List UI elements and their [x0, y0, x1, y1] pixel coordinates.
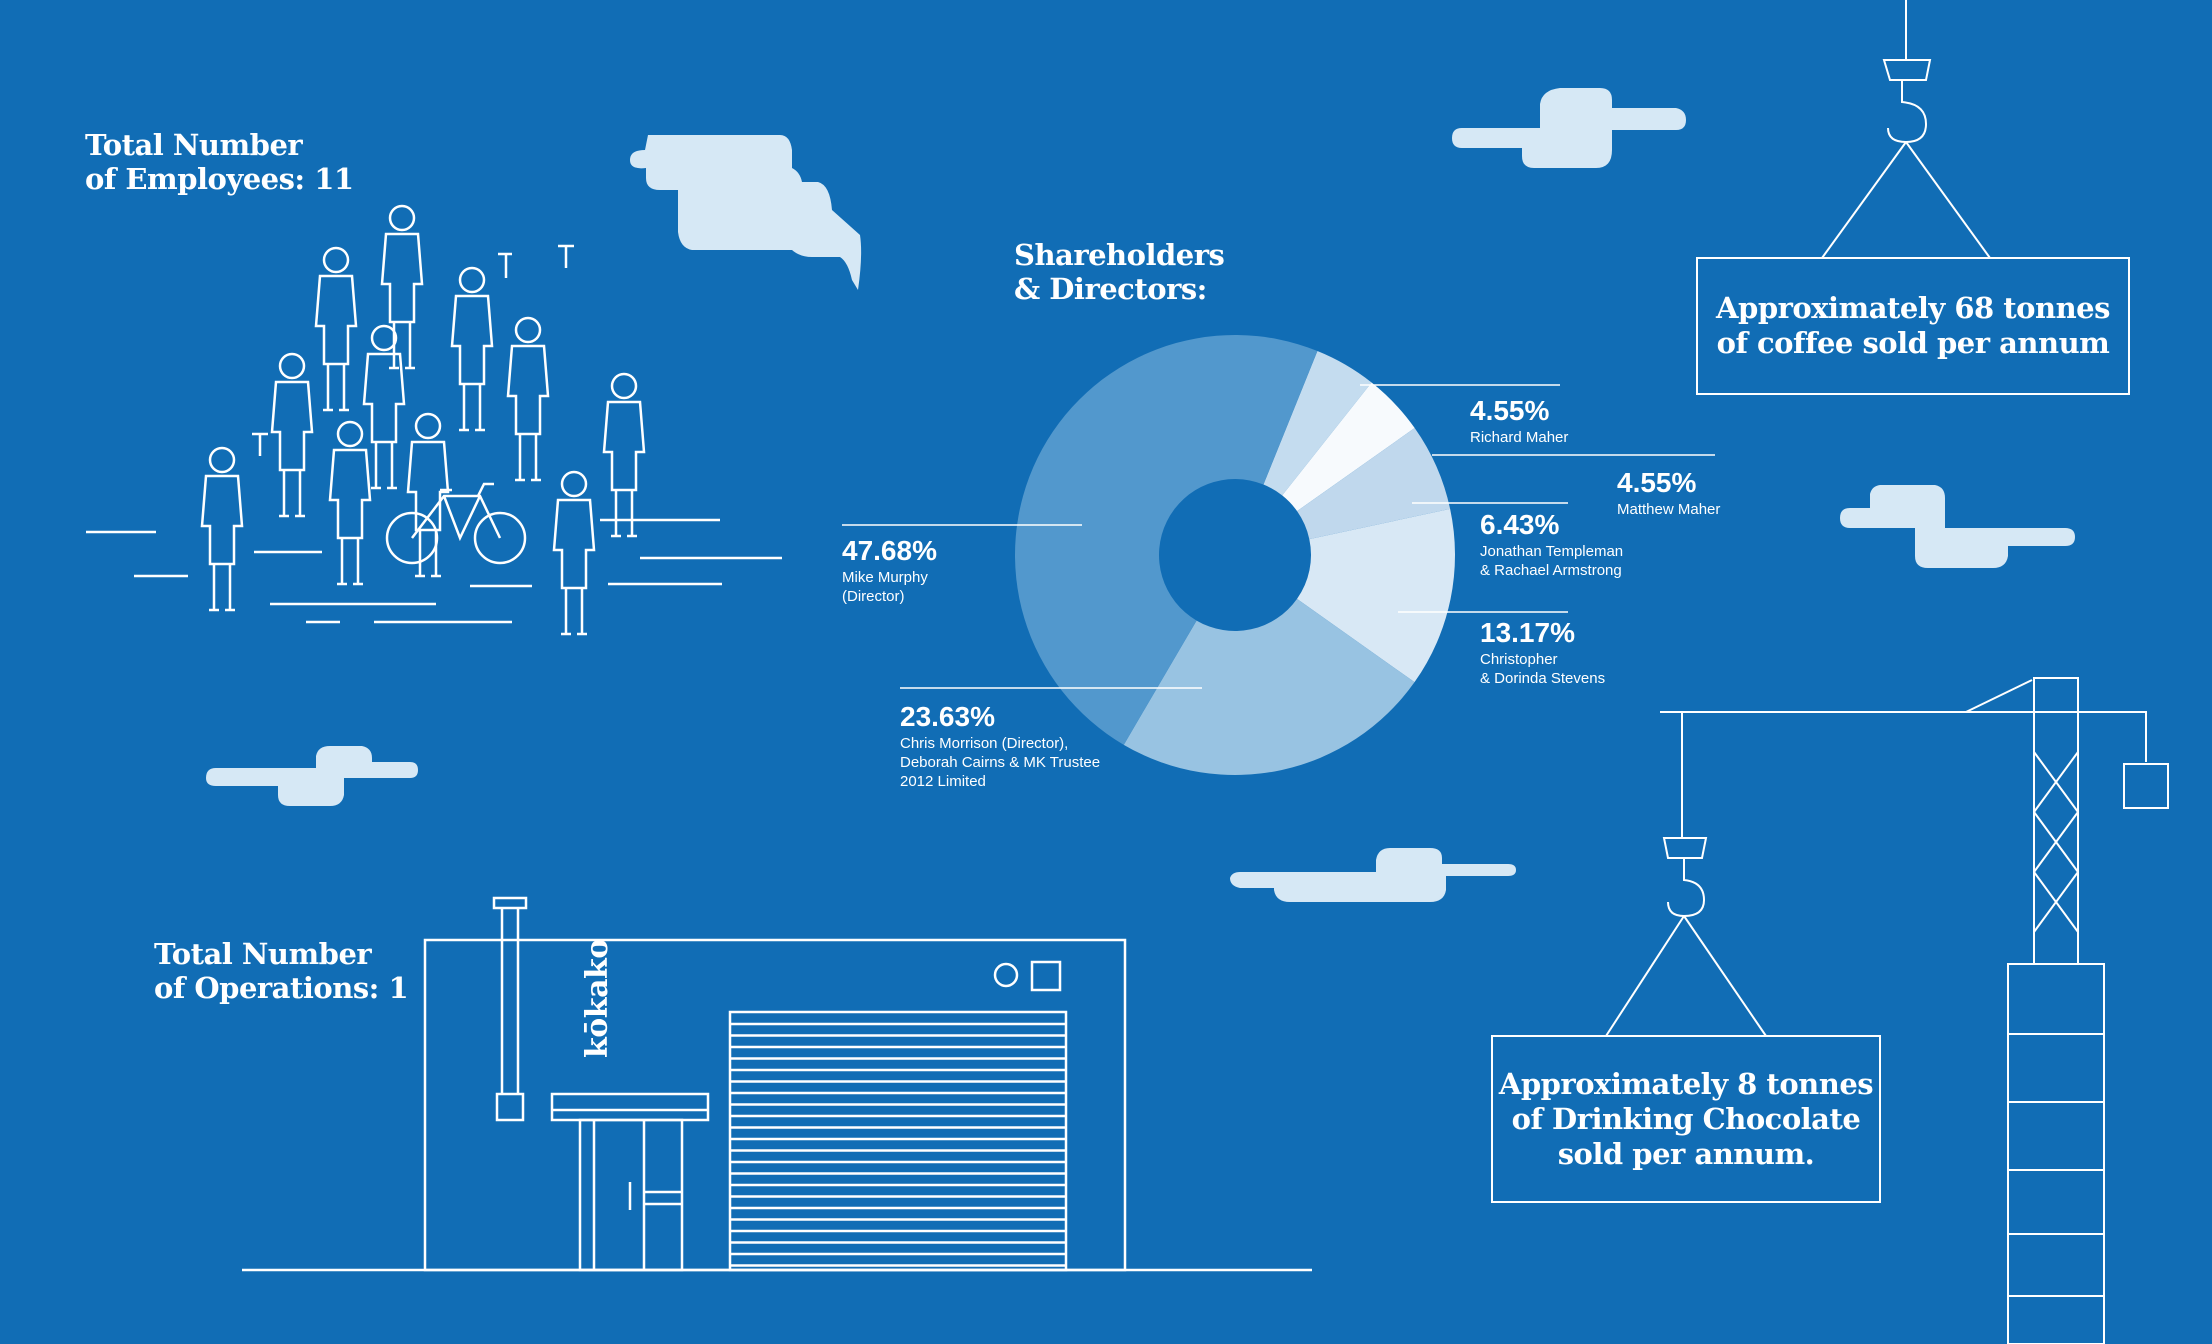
employees-heading: Total Number of Employees: 11	[85, 128, 354, 196]
cloud	[630, 135, 862, 290]
slice-percent-label: 4.55%	[1470, 395, 1549, 426]
shareholders-heading-line2: & Directors:	[1014, 272, 1207, 306]
slice-percent-label: 13.17%	[1480, 617, 1575, 648]
slice-name-label: & Dorinda Stevens	[1480, 670, 1605, 687]
brand-logo: kōkako	[580, 939, 615, 1058]
employees-heading-line2: of Employees: 11	[85, 162, 354, 196]
slice-name-label: (Director)	[842, 588, 905, 605]
crane-bottom	[1605, 677, 2169, 1344]
donut-slice	[1297, 428, 1451, 540]
cloud	[1230, 848, 1516, 902]
slice-name-label: Richard Maher	[1470, 429, 1568, 446]
cloud	[1840, 485, 2075, 568]
operations-heading-line2: of Operations: 1	[154, 971, 409, 1005]
building-illustration	[242, 896, 1312, 1272]
clouds	[206, 88, 2075, 902]
operations-heading: Total Number of Operations: 1	[154, 937, 409, 1005]
employees-illustration	[86, 204, 782, 636]
coffee-line1: Approximately 68 tonnes	[1716, 291, 2110, 325]
slice-name-label: Jonathan Templeman	[1480, 543, 1623, 560]
shareholder-donut-chart	[1014, 334, 1455, 775]
chocolate-sold-box: Approximately 8 tonnes of Drinking Choco…	[1491, 1035, 1881, 1203]
shareholders-heading: Shareholders & Directors:	[1014, 238, 1225, 306]
slice-name-label: Mike Murphy	[842, 569, 928, 586]
donut-slice	[1123, 598, 1415, 775]
chocolate-line3: sold per annum.	[1557, 1136, 1815, 1171]
slice-percent-label: 4.55%	[1617, 467, 1696, 498]
crane-top	[1821, 0, 1991, 259]
slice-name-label: Chris Morrison (Director),	[900, 735, 1068, 752]
chocolate-line1: Approximately 8 tonnes	[1498, 1066, 1874, 1101]
coffee-sold-box: Approximately 68 tonnes of coffee sold p…	[1696, 257, 2130, 395]
coffee-line2: of coffee sold per annum	[1716, 326, 2110, 360]
donut-slice	[1263, 351, 1372, 496]
donut-slice	[1282, 382, 1415, 512]
slice-percent-label: 47.68%	[842, 535, 937, 566]
donut-slice	[1297, 508, 1455, 683]
slice-percent-label: 23.63%	[900, 701, 995, 732]
employees-heading-line1: Total Number	[85, 128, 303, 162]
slice-name-label: Deborah Cairns & MK Trustee	[900, 754, 1100, 771]
donut-labels: 4.55% Richard Maher 4.55% Matthew Maher 6.43…	[842, 384, 1720, 790]
chocolate-line2: of Drinking Chocolate	[1511, 1101, 1861, 1136]
shareholders-heading-line1: Shareholders	[1014, 238, 1225, 272]
cloud	[206, 746, 418, 806]
operations-heading-line1: Total Number	[154, 937, 372, 971]
cloud	[1452, 88, 1686, 168]
donut-slice	[1014, 334, 1318, 745]
slice-name-label: 2012 Limited	[900, 773, 986, 790]
slice-name-label: Matthew Maher	[1617, 501, 1720, 518]
slice-name-label: & Rachael Armstrong	[1480, 562, 1622, 579]
slice-name-label: Christopher	[1480, 651, 1558, 668]
slice-percent-label: 6.43%	[1480, 509, 1559, 540]
